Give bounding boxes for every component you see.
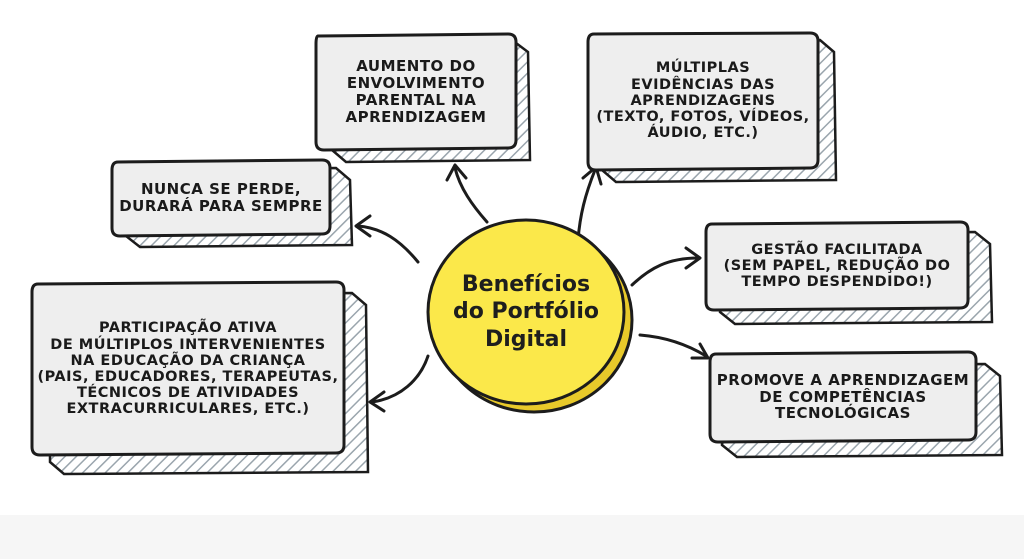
arrow-to-top-center	[445, 163, 489, 224]
arrow-to-left-top	[354, 214, 420, 264]
box-right-middle-line: TEMPO DESPENDIDO!)	[741, 274, 933, 291]
box-top-right-shape	[586, 31, 838, 184]
mind-map	[30, 31, 1004, 476]
box-right-bottom-line: DE COMPETÊNCIAS	[759, 387, 927, 406]
box-left-bottom-line: NA EDUCAÇÃO DA CRIANÇA	[70, 352, 306, 369]
box-right-bottom-line: PROMOVE A APRENDIZAGEM	[716, 370, 970, 389]
box-right-middle-shape	[704, 220, 994, 326]
box-left-top-shape	[110, 158, 354, 249]
center-title-line: do Portfólio	[452, 299, 599, 325]
box-top-right-line: ÁUDIO, ETC.)	[647, 125, 759, 142]
box-right-bottom-shape	[708, 350, 1004, 459]
box-top-right-line: MÚLTIPLAS	[655, 60, 751, 77]
center-title-line: Digital	[484, 326, 567, 352]
box-top-right-line: EVIDÊNCIAS DAS	[630, 76, 776, 93]
arrow-to-left-bottom	[368, 354, 430, 413]
box-top-center-line: AUMENTO DO	[356, 57, 476, 76]
box-left-bottom-line: EXTRACURRICULARES, ETC.)	[66, 401, 310, 418]
arrow-to-right-bottom	[638, 333, 710, 360]
box-left-top-lines: NUNCA SE PERDE,DURARÁ PARA SEMPRE	[119, 181, 323, 215]
box-top-center-line: PARENTAL NA	[355, 91, 477, 109]
box-top-center-line: ENVOLVIMENTO	[346, 74, 486, 93]
box-top-right-line: APRENDIZAGENS	[630, 92, 776, 109]
box-top-center-shape	[314, 32, 532, 164]
box-top-center-line: APRENDIZAGEM	[345, 107, 487, 126]
arrow-to-top-right	[576, 165, 603, 242]
center-title-line: Benefícios	[461, 271, 591, 297]
box-left-top-line: NUNCA SE PERDE,	[140, 180, 302, 199]
box-left-bottom-shape	[30, 280, 370, 476]
box-right-middle-line: GESTÃO FACILITADA	[751, 241, 923, 258]
box-left-top-line: DURARÁ PARA SEMPRE	[119, 197, 323, 215]
center-circle-shape	[426, 218, 634, 414]
box-top-right-line: (TEXTO, FOTOS, VÍDEOS,	[596, 109, 810, 126]
box-right-bottom-line: TECNOLÓGICAS	[775, 404, 911, 423]
arrow-to-right-middle	[630, 246, 702, 287]
box-left-bottom-line: TÉCNICOS DE ATIVIDADES	[76, 385, 300, 402]
footer-bar	[0, 515, 1024, 559]
box-right-middle-line: (SEM PAPEL, REDUÇÃO DO	[723, 257, 951, 274]
box-left-bottom-line: DE MÚLTIPLOS INTERVENIENTES	[50, 336, 326, 353]
box-left-top: NUNCA SE PERDE,DURARÁ PARA SEMPRE	[116, 164, 326, 232]
box-left-bottom-line: (PAIS, EDUCADORES, TERAPEUTAS,	[37, 369, 339, 385]
box-left-bottom-line: PARTICIPAÇÃO ATIVA	[99, 320, 277, 337]
